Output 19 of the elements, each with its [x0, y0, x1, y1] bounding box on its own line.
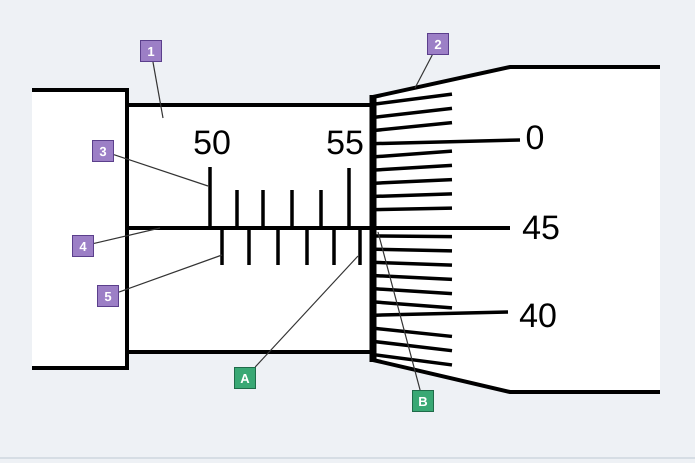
callout-number: 1	[140, 40, 162, 62]
callout-number: 3	[92, 140, 114, 162]
callout-number: 2	[427, 33, 449, 55]
callout-number: 4	[72, 235, 94, 257]
leader-line	[118, 254, 222, 293]
callout-number: 5	[97, 285, 119, 307]
scale-number: 55	[326, 126, 364, 160]
leader-line	[254, 256, 358, 368]
leader-line	[414, 54, 433, 88]
callout-number: A	[234, 367, 256, 389]
callout-number: B	[412, 390, 434, 412]
leader-line	[377, 232, 421, 390]
leader-line	[114, 154, 208, 187]
scale-number: 40	[519, 299, 557, 333]
leader-line	[94, 227, 160, 244]
scale-number: 0	[526, 121, 544, 155]
leader-line	[152, 62, 164, 118]
scale-number: 45	[522, 211, 560, 245]
scale-number: 50	[193, 126, 231, 160]
